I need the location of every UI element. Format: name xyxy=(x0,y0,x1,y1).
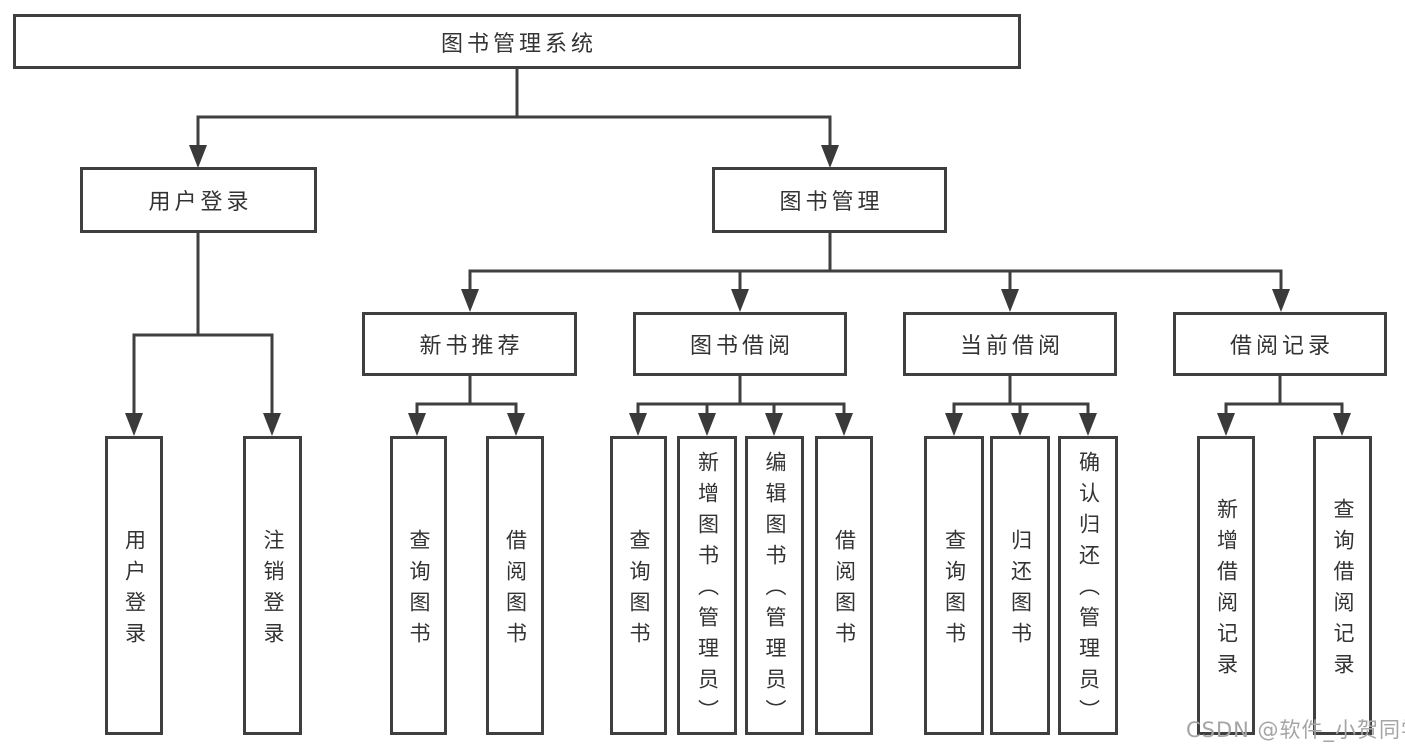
node-leaf-borrow-book-1-label: 借阅图书 xyxy=(503,528,528,653)
node-current-borrow: 当前借阅 xyxy=(903,312,1117,376)
node-book-borrow-label: 图书借阅 xyxy=(689,334,794,359)
connector-line xyxy=(468,269,1283,290)
edge-new-book-rec-to-leaves xyxy=(408,376,525,436)
arrowhead-icon xyxy=(1079,413,1097,436)
arrowhead-icon xyxy=(1001,289,1019,312)
node-book-mgmt-label: 图书管理 xyxy=(779,190,884,215)
arrowhead-icon xyxy=(1217,413,1235,436)
node-user-login: 用户登录 xyxy=(80,167,317,233)
arrowhead-icon xyxy=(461,289,479,312)
connector-line xyxy=(415,402,518,413)
node-new-book-rec: 新书推荐 xyxy=(362,312,577,376)
node-leaf-query-borrow-record: 查询借阅记录 xyxy=(1313,436,1372,735)
node-leaf-user-login: 用户登录 xyxy=(105,436,163,735)
arrowhead-icon xyxy=(125,413,143,436)
connector-line xyxy=(636,402,846,413)
edge-root-to-level2 xyxy=(189,69,839,168)
node-leaf-query-book-1-label: 查询图书 xyxy=(407,528,431,653)
node-new-book-rec-label: 新书推荐 xyxy=(419,334,524,359)
node-leaf-confirm-return: 确认归还（管理员） xyxy=(1058,436,1118,735)
arrowhead-icon xyxy=(698,413,716,436)
node-leaf-confirm-return-label: 确认归还（管理员） xyxy=(1076,451,1101,730)
node-borrow-record-label: 借阅记录 xyxy=(1229,334,1334,359)
arrowhead-icon xyxy=(945,413,963,436)
node-leaf-query-borrow-record-label: 查询借阅记录 xyxy=(1331,497,1355,684)
arrowhead-icon xyxy=(765,413,783,436)
connector-line xyxy=(1224,402,1344,413)
arrowhead-icon xyxy=(1011,413,1029,436)
edge-user-login-to-leaves xyxy=(125,233,281,436)
node-user-login-label: 用户登录 xyxy=(148,190,253,215)
node-leaf-query-book-1: 查询图书 xyxy=(390,436,447,735)
arrowhead-icon xyxy=(263,413,281,436)
node-leaf-query-book-3-label: 查询图书 xyxy=(942,528,967,653)
csdn-watermark: CSDN @软件_小贺同学 xyxy=(1186,718,1405,742)
node-leaf-add-borrow-record: 新增借阅记录 xyxy=(1197,436,1255,735)
arrowhead-icon xyxy=(629,413,647,436)
connector-line xyxy=(196,115,832,146)
node-book-mgmt: 图书管理 xyxy=(712,167,947,233)
node-leaf-add-book-label: 新增图书（管理员） xyxy=(695,451,720,730)
node-leaf-query-book-3: 查询图书 xyxy=(924,436,984,735)
node-leaf-edit-book: 编辑图书（管理员） xyxy=(745,436,804,735)
node-current-borrow-label: 当前借阅 xyxy=(959,334,1064,359)
connector-line xyxy=(132,333,274,413)
node-book-borrow: 图书借阅 xyxy=(633,312,847,376)
arrowhead-icon xyxy=(408,413,426,436)
arrowhead-icon xyxy=(1272,289,1290,312)
edge-borrow-record-to-leaves xyxy=(1217,376,1351,436)
arrowhead-icon xyxy=(1333,413,1351,436)
arrowhead-icon xyxy=(507,413,525,436)
node-leaf-add-borrow-record-label: 新增借阅记录 xyxy=(1214,497,1239,684)
node-leaf-logout: 注销登录 xyxy=(243,436,302,735)
node-leaf-query-book-2: 查询图书 xyxy=(610,436,667,735)
node-leaf-return-book-label: 归还图书 xyxy=(1008,528,1033,653)
arrowhead-icon xyxy=(189,145,207,168)
node-leaf-borrow-book-1: 借阅图书 xyxy=(486,436,544,735)
node-leaf-query-book-2-label: 查询图书 xyxy=(627,528,651,653)
arrowhead-icon xyxy=(835,413,853,436)
node-borrow-record: 借阅记录 xyxy=(1173,312,1387,376)
node-leaf-add-book: 新增图书（管理员） xyxy=(677,436,737,735)
node-leaf-user-login-label: 用户登录 xyxy=(122,528,147,653)
edge-book-mgmt-to-level3 xyxy=(461,233,1290,312)
arrowhead-icon xyxy=(731,289,749,312)
node-leaf-borrow-book-2: 借阅图书 xyxy=(815,436,873,735)
edge-current-borrow-to-leaves xyxy=(945,376,1097,436)
arrowhead-icon xyxy=(821,145,839,168)
node-root-label: 图书管理系统 xyxy=(440,31,597,57)
node-leaf-borrow-book-2-label: 借阅图书 xyxy=(832,528,857,653)
edge-book-borrow-to-leaves xyxy=(629,376,853,436)
node-root: 图书管理系统 xyxy=(13,14,1021,69)
node-leaf-logout-label: 注销登录 xyxy=(261,528,285,653)
node-leaf-return-book: 归还图书 xyxy=(990,436,1050,735)
node-leaf-edit-book-label: 编辑图书（管理员） xyxy=(763,451,787,730)
